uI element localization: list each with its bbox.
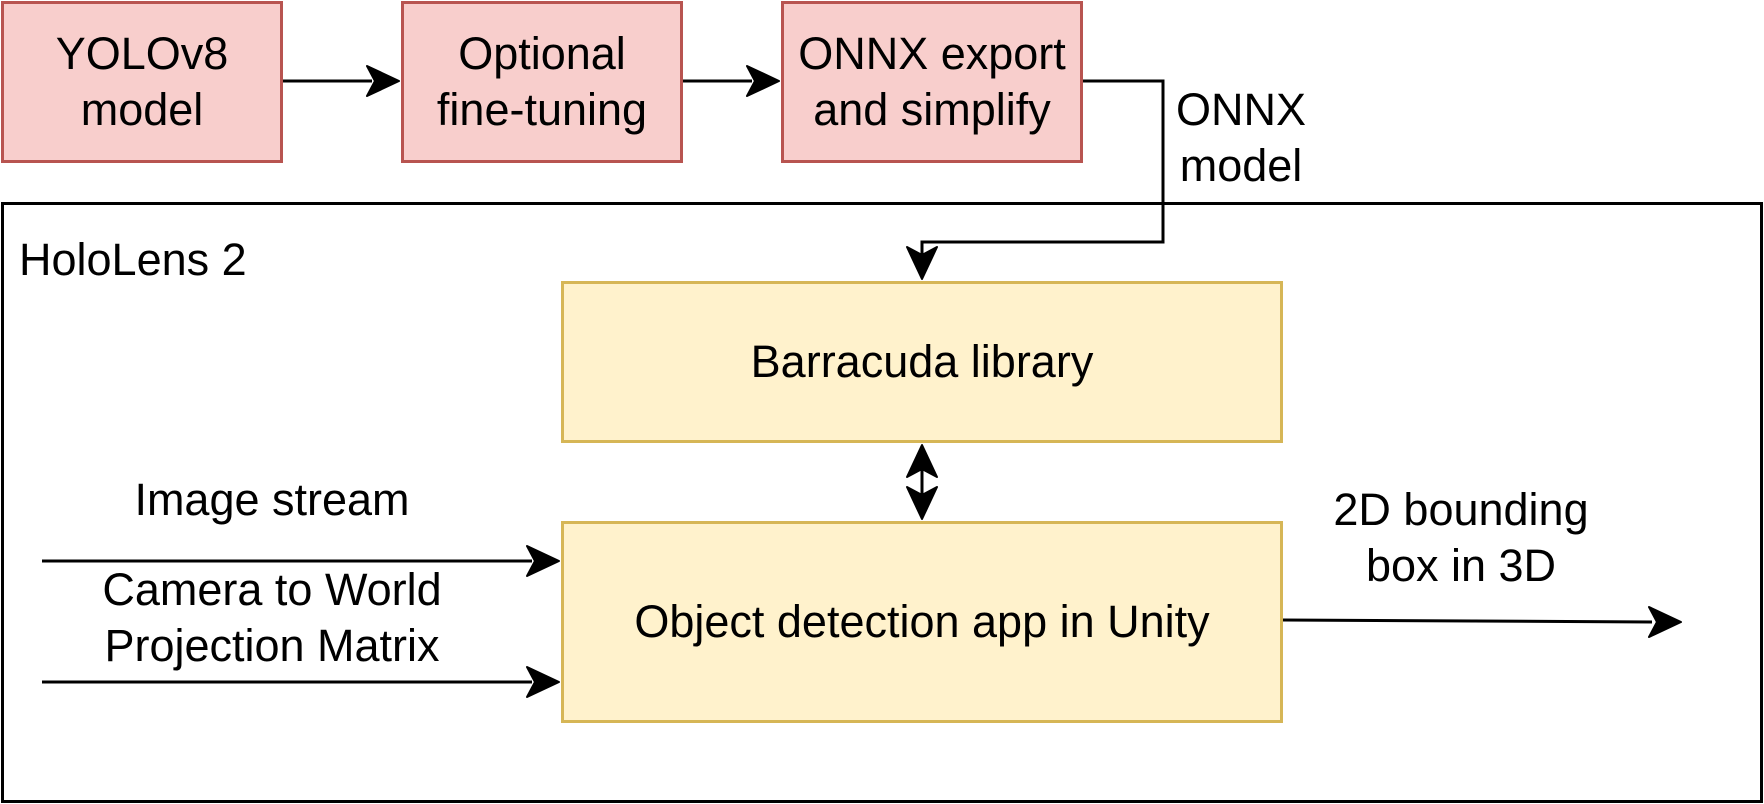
arrowhead-onnx-export <box>746 65 780 97</box>
onnx-export-node: ONNX export and simplify <box>781 1 1083 163</box>
bbox-output-label: 2D bounding box in 3D <box>1333 484 1589 592</box>
fine-tuning-label: Optional fine-tuning <box>436 27 648 135</box>
yolo-model-label: YOLOv8 model <box>55 27 229 135</box>
arrowhead-camera-matrix <box>526 666 560 698</box>
yolo-model-node: YOLOv8 model <box>1 1 283 163</box>
camera-matrix-label: Camera to World Projection Matrix <box>102 564 442 672</box>
edge-onnx-to-barracuda <box>920 79 1165 254</box>
arrowhead-image-stream <box>526 545 560 577</box>
hololens-container <box>1 202 1763 803</box>
onnx-model-edge-label: ONNX model <box>1175 84 1306 192</box>
edge-bbox-output <box>1282 618 1653 624</box>
image-stream-label: Image stream <box>134 474 410 525</box>
arrowhead-bbox-output <box>1648 606 1682 638</box>
arrowhead-to-barracuda <box>906 444 938 478</box>
onnx-export-label: ONNX export and simplify <box>798 27 1066 135</box>
object-detection-app-node: Object detection app in Unity <box>561 521 1283 723</box>
barracuda-library-node: Barracuda library <box>561 281 1283 443</box>
arrowhead-to-app <box>906 486 938 520</box>
arrowhead-barracuda-in <box>906 246 938 280</box>
object-detection-app-label: Object detection app in Unity <box>634 595 1210 647</box>
arrowhead-finetune <box>366 65 400 97</box>
barracuda-library-label: Barracuda library <box>750 335 1094 387</box>
hololens-label: HoloLens 2 <box>19 234 247 285</box>
fine-tuning-node: Optional fine-tuning <box>401 1 683 163</box>
